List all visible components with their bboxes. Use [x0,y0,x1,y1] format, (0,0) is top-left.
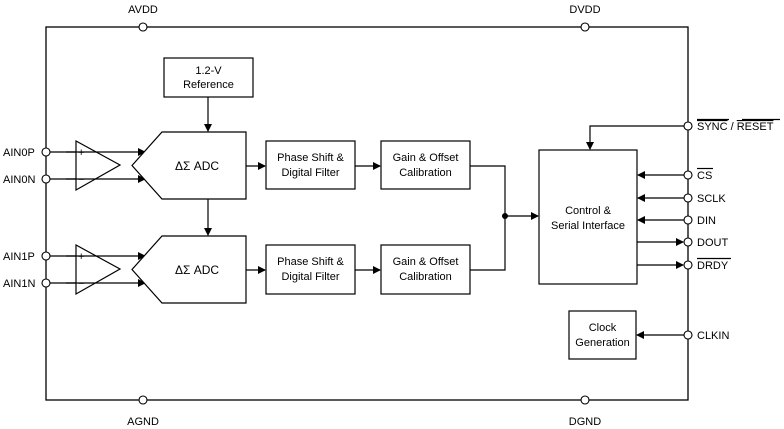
din-pin [683,215,693,225]
filter1-label-1: Phase Shift & [277,256,344,268]
calibration-block-1 [380,244,471,295]
dgnd-label: DGND [569,416,601,428]
avdd-label: AVDD [128,4,158,16]
control-label-1: Control & [565,205,612,217]
ain0p-pin [41,147,51,157]
amp1-plus: + [78,251,84,263]
adc1-label: ΔΣ ADC [175,263,219,277]
dout-pin [683,237,693,247]
dout-label: DOUT [697,237,728,249]
sync-reset-separator: / [728,121,737,133]
filter1-label-2: Digital Filter [281,271,339,283]
cal0-label-1: Gain & Offset [393,152,459,164]
ain1p-label: AIN1P [3,251,35,263]
sync-reset-pin [683,121,693,131]
clkin-label: CLKIN [697,330,729,342]
avdd-pin [138,22,148,32]
ain0p-label: AIN0P [3,147,35,159]
din-label: DIN [697,215,716,227]
dvdd-label: DVDD [569,4,600,16]
sclk-pin [683,193,693,203]
adc-1 [131,235,247,304]
sync-reset-label: SYNC / RESET [697,121,774,133]
cal1-label-2: Calibration [399,271,452,283]
cs-pin [683,170,693,180]
filter0-label-1: Phase Shift & [277,152,344,164]
cal0-label-2: Calibration [399,167,452,179]
agnd-label: AGND [127,416,159,428]
reference-block [163,57,254,98]
agnd-pin [138,395,148,405]
adc0-label: ΔΣ ADC [175,159,219,173]
chip-boundary [45,26,689,401]
ain1n-pin [41,278,51,288]
cs-label: CS [697,170,712,182]
drdy-label: DRDY [697,260,729,272]
filter-block-1 [265,244,356,295]
reset-label: RESET [737,121,774,133]
reference-label-1: 1.2-V [195,65,222,77]
dgnd-pin [580,395,590,405]
sclk-label: SCLK [697,193,726,205]
drdy-pin [683,260,693,270]
filter-block-0 [265,140,356,190]
clock-label-1: Clock [589,322,617,334]
calibration-block-0 [380,140,471,190]
filter0-label-2: Digital Filter [281,167,339,179]
ain0n-pin [41,174,51,184]
amp0-minus: − [78,174,84,186]
clock-generation-block [568,310,637,360]
cal1-label-1: Gain & Offset [393,256,459,268]
control-interface-block [538,149,638,285]
clock-label-2: Generation [575,337,629,349]
amplifier-0 [75,139,122,192]
ain1p-pin [41,251,51,261]
control-label-2: Serial Interface [551,220,625,232]
dvdd-pin [580,22,590,32]
reference-label-2: Reference [183,79,234,91]
amp0-plus: + [78,147,84,159]
amp1-minus: − [78,278,84,290]
ain1n-label: AIN1N [3,278,35,290]
adc-0 [131,131,247,200]
amplifier-1 [75,243,122,296]
clkin-pin [683,330,693,340]
sync-label: SYNC [697,121,728,133]
ain0n-label: AIN0N [3,174,35,186]
